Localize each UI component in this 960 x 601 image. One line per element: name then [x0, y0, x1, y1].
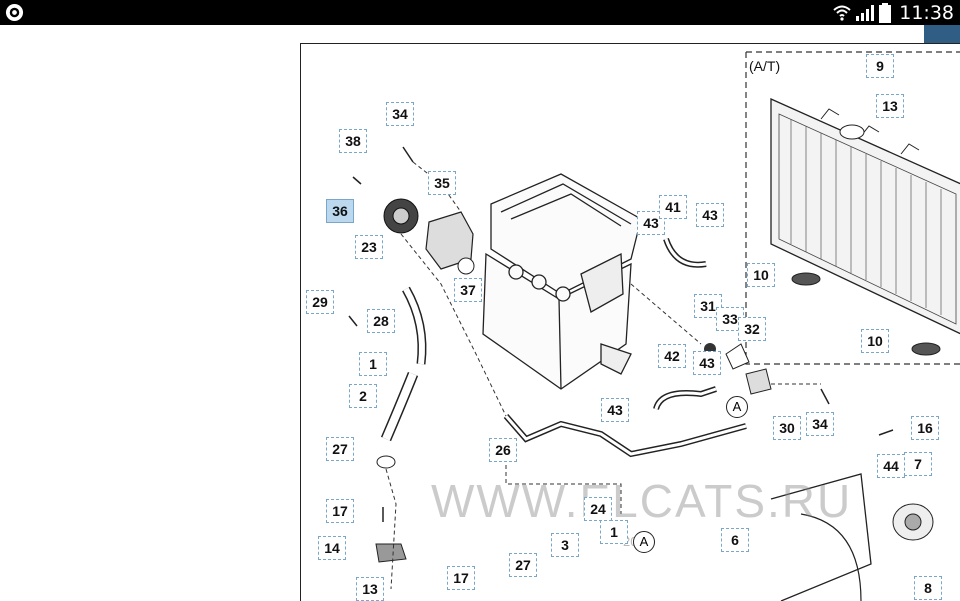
- part-callout-29[interactable]: 29: [306, 290, 334, 314]
- part-callout-1[interactable]: 1: [600, 520, 628, 544]
- radiator: [770, 97, 960, 335]
- status-icons: 11:38: [833, 0, 954, 25]
- watermark: WWW.ELCATS.RU: [431, 475, 853, 527]
- part-callout-30[interactable]: 30: [773, 416, 801, 440]
- part-callout-14[interactable]: 14: [318, 536, 346, 560]
- part-callout-32[interactable]: 32: [738, 317, 766, 341]
- part-callout-44[interactable]: 44: [877, 454, 905, 478]
- part-callout-9[interactable]: 9: [866, 54, 894, 78]
- part-callout-38[interactable]: 38: [339, 129, 367, 153]
- part-callout-1[interactable]: 1: [359, 352, 387, 376]
- part-callout-24[interactable]: 24: [584, 497, 612, 521]
- battery-icon: [879, 2, 892, 23]
- connection-marker-a: A: [726, 396, 748, 418]
- camera-icon: [5, 3, 24, 22]
- part-callout-27[interactable]: 27: [326, 437, 354, 461]
- part-callout-34[interactable]: 34: [806, 412, 834, 436]
- part-callout-2[interactable]: 2: [349, 384, 377, 408]
- clock: 11:38: [899, 1, 954, 24]
- part-callout-43[interactable]: 43: [696, 203, 724, 227]
- diagram-art: [348, 51, 960, 601]
- parts-diagram[interactable]: (A/T) WWW.ELCATS.RU 2015 A A 34 38 35 36…: [300, 43, 960, 601]
- part-callout-8[interactable]: 8: [914, 576, 942, 600]
- part-callout-35[interactable]: 35: [428, 171, 456, 195]
- part-callout-37[interactable]: 37: [454, 278, 482, 302]
- part-callout-13[interactable]: 13: [876, 94, 904, 118]
- connection-marker-a: A: [633, 531, 655, 553]
- part-callout-43[interactable]: 43: [637, 211, 665, 235]
- part-callout-26[interactable]: 26: [489, 438, 517, 462]
- variant-label: (A/T): [749, 58, 781, 74]
- part-callout-17[interactable]: 17: [326, 499, 354, 523]
- part-callout-7[interactable]: 7: [904, 452, 932, 476]
- part-callout-17[interactable]: 17: [447, 566, 475, 590]
- part-callout-43[interactable]: 43: [601, 398, 629, 422]
- part-callout-23[interactable]: 23: [355, 235, 383, 259]
- part-callout-43[interactable]: 43: [693, 351, 721, 375]
- part-callout-41[interactable]: 41: [659, 195, 687, 219]
- part-callout-28[interactable]: 28: [367, 309, 395, 333]
- part-callout-42[interactable]: 42: [658, 344, 686, 368]
- part-callout-3[interactable]: 3: [551, 533, 579, 557]
- part-callout-27[interactable]: 27: [509, 553, 537, 577]
- status-bar: 11:38: [0, 0, 960, 25]
- part-callout-13[interactable]: 13: [356, 577, 384, 601]
- wifi-icon: [833, 5, 851, 21]
- part-callout-34[interactable]: 34: [386, 102, 414, 126]
- part-callout-16[interactable]: 16: [911, 416, 939, 440]
- part-callout-10[interactable]: 10: [861, 329, 889, 353]
- part-callout-6[interactable]: 6: [721, 528, 749, 552]
- engine-block: [482, 173, 642, 390]
- signal-icon: [856, 4, 875, 21]
- side-tab[interactable]: [924, 25, 960, 43]
- part-callout-10[interactable]: 10: [747, 263, 775, 287]
- part-callout-36[interactable]: 36: [326, 199, 354, 223]
